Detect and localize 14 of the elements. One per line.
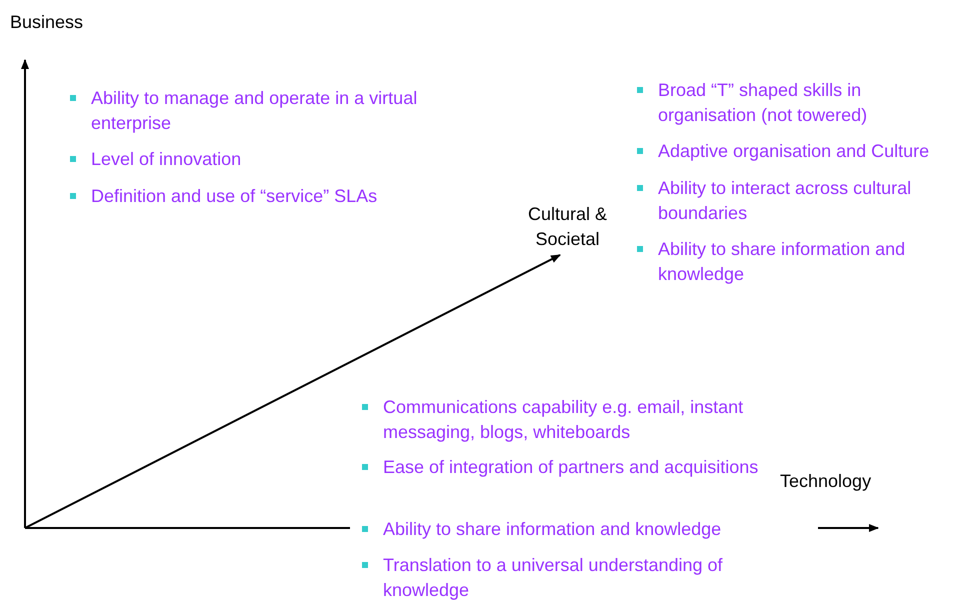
- bullet-item: Communications capability e.g. email, instant messaging, blogs, whiteboards: [362, 395, 823, 445]
- bullet-item: Level of innovation: [70, 147, 451, 172]
- axis-label: Technology: [780, 470, 872, 493]
- bullet-item: Broad “T” shaped skills in organisation (not towered): [637, 78, 958, 128]
- bullet-item: Translation to a universal understanding of knowledge: [362, 553, 813, 600]
- bullet-item: Ability to share information and knowledge: [362, 517, 803, 542]
- axis-label: Business: [10, 11, 84, 34]
- bullet-item: Ease of integration of partners and acquisitions: [362, 455, 783, 480]
- axis-label: Cultural & Societal: [526, 203, 608, 251]
- bullet-item: Ability to share information and knowledge: [637, 237, 969, 287]
- bullet-item: Definition and use of “service” SLAs: [70, 184, 471, 209]
- bullet-item: Adaptive organisation and Culture: [637, 139, 969, 164]
- bullet-item: Ability to interact across cultural boundaries: [637, 176, 969, 226]
- bullet-item: Ability to manage and operate in a virtual enterprise: [70, 86, 451, 136]
